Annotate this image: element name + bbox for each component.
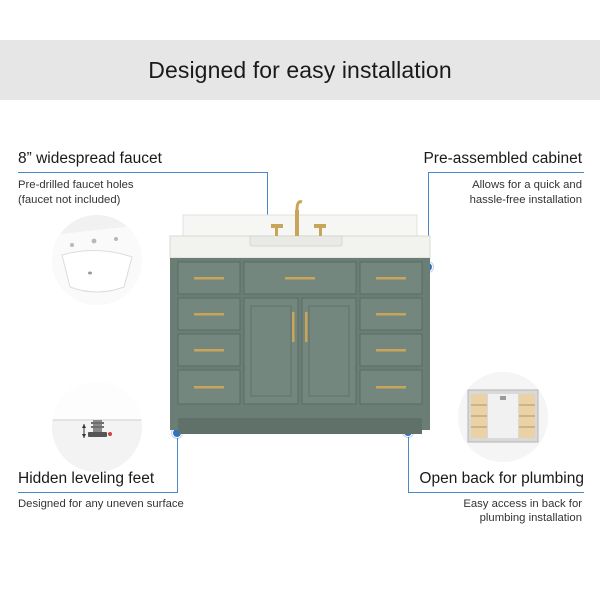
leveling-foot-illustration	[52, 382, 142, 472]
vanity-illustration	[169, 200, 431, 434]
back-feature-title: Open back for plumbing	[419, 470, 584, 487]
back-feature-desc-line1: Easy access in back for	[463, 498, 582, 510]
cabinet-callout-line-vertical	[428, 172, 429, 267]
faucet-feature-title: 8” widespread faucet	[18, 150, 162, 167]
faucet-callout-line-vertical	[267, 172, 268, 234]
header-banner: Designed for easy installation	[0, 40, 600, 100]
cabinet-feature-desc-line1: Allows for a quick and	[472, 179, 582, 191]
page-title: Designed for easy installation	[148, 57, 452, 83]
faucet-feature-desc-line2: (faucet not included)	[18, 194, 121, 206]
cabinet-feature-desc-line2: hassle-free installation	[469, 194, 582, 206]
leveling-foot-image	[52, 382, 142, 472]
faucet-callout-line	[18, 172, 268, 173]
back-callout-line	[408, 492, 584, 493]
cabinet-feature-title: Pre-assembled cabinet	[423, 150, 582, 167]
open-back-illustration	[458, 372, 548, 462]
sink-closeup-image	[52, 215, 142, 305]
feet-feature-desc-line1: Designed for any uneven surface	[18, 498, 184, 510]
back-callout-line-vertical	[408, 432, 409, 493]
faucet-feature-desc-line1: Pre-drilled faucet holes	[18, 179, 134, 191]
sink-closeup-illustration	[52, 215, 142, 305]
feet-feature-title: Hidden leveling feet	[18, 470, 155, 487]
feet-callout-line-vertical	[177, 433, 178, 493]
back-feature-desc-line2: plumbing installation	[479, 512, 582, 524]
cabinet-callout-line	[428, 172, 584, 173]
open-back-image	[458, 372, 548, 462]
feet-callout-line	[18, 492, 178, 493]
